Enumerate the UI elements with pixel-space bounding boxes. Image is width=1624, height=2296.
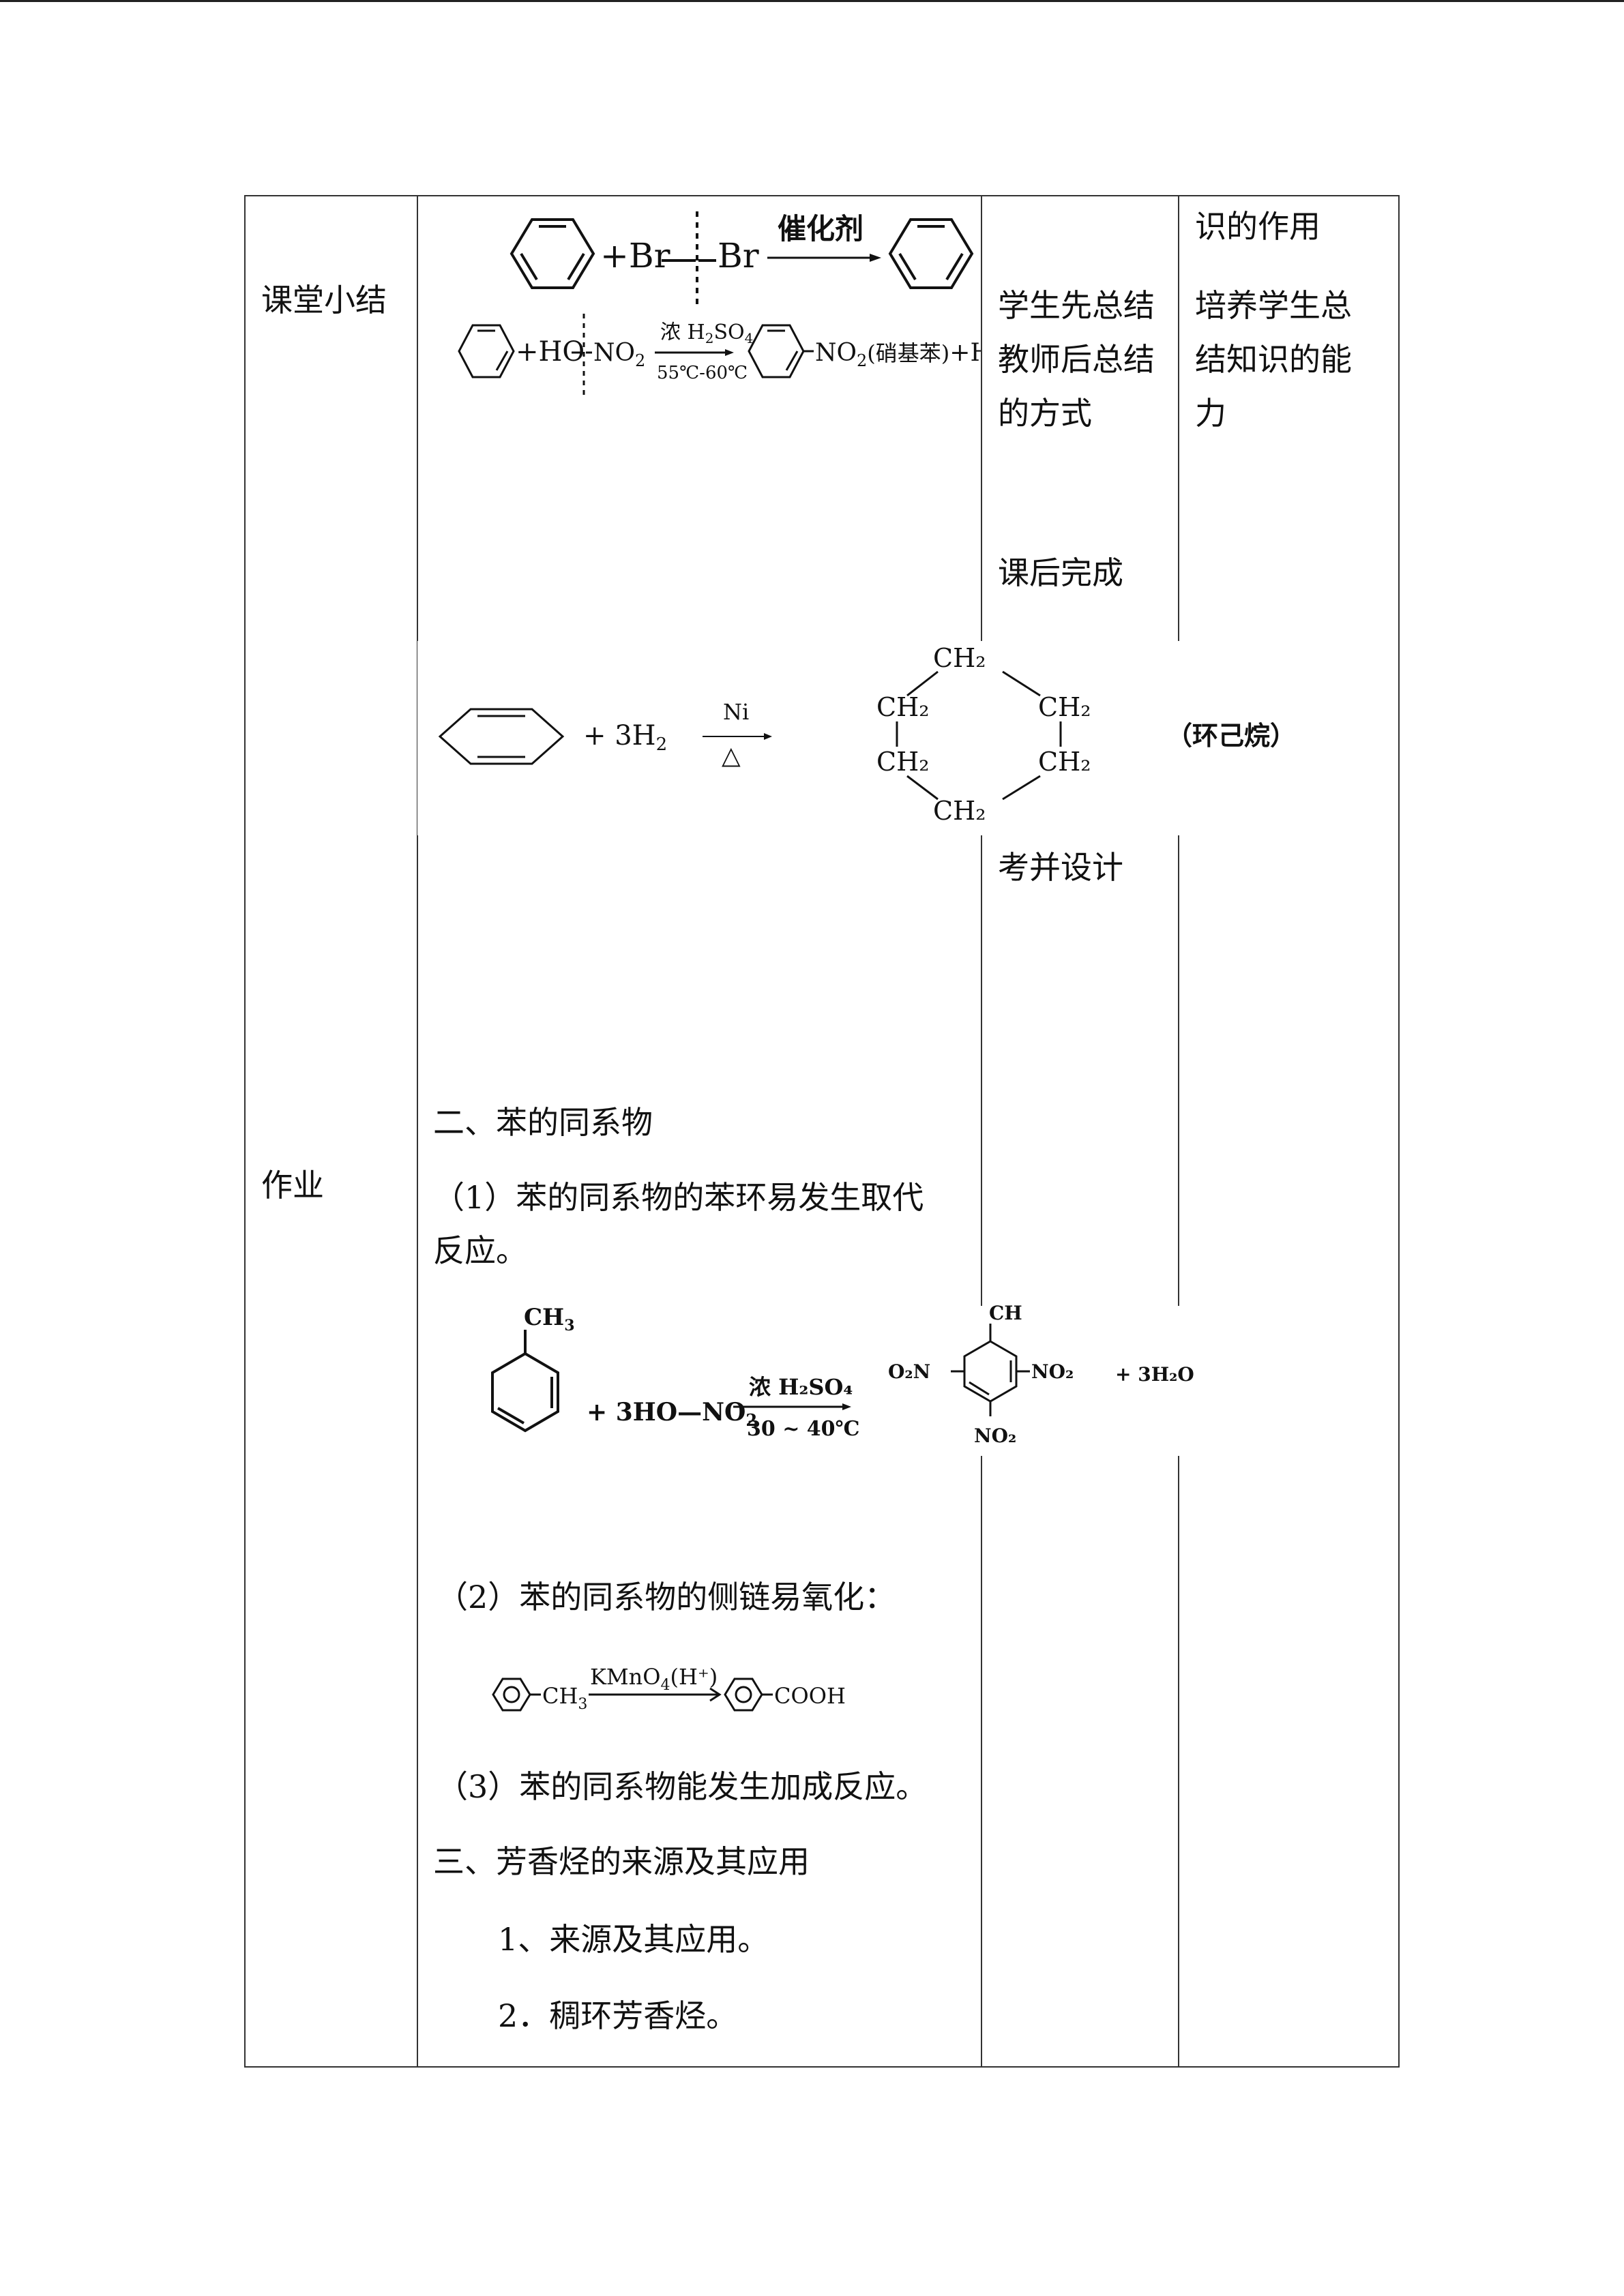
- hydrogenation-image-background: [417, 641, 1345, 835]
- nitrobenzene-label: NO2(硝基苯)+H2O: [815, 339, 981, 370]
- ch2-top: CH₂: [933, 643, 986, 673]
- nitric-acid-label: + 3HO—NO2: [587, 1398, 757, 1430]
- row-label-summary: 课堂小结: [261, 282, 387, 318]
- benzene-ring-reactant: [458, 324, 515, 378]
- purpose-line-1: 培养学生总: [1195, 287, 1352, 324]
- benzoic-acid-ring: [724, 1678, 763, 1712]
- item-1-line-2: 反应。: [433, 1232, 527, 1269]
- side-chain-oxidation-reaction: CH3 KMnO4(H⁺) COOH: [488, 1650, 849, 1725]
- column-divider-1: [417, 195, 418, 2068]
- nitration-reaction: +HO NO2 浓 H2SO4 55℃-60℃ NO2(硝基苯)+H2O: [456, 310, 981, 399]
- item-2-text: （2）苯的同系物的侧链易氧化：: [437, 1579, 896, 1615]
- methyl-label: CH3: [542, 1683, 587, 1713]
- page-top-border: [0, 0, 1624, 2]
- purpose-line-0: 识的作用: [1195, 208, 1320, 245]
- purpose-line-2: 结知识的能: [1195, 341, 1352, 378]
- toluene-ring: [491, 1330, 559, 1433]
- ch2-lower-left: CH₂: [876, 747, 929, 777]
- benzene-ring-reactant: [438, 708, 565, 765]
- oxidant-label: KMnO4(H⁺): [590, 1664, 718, 1694]
- nickel-catalyst-label: Ni: [723, 699, 749, 725]
- section-3-title: 三、芳香烃的来源及其应用: [433, 1843, 810, 1880]
- section-2-title: 二、苯的同系物: [433, 1104, 653, 1141]
- bromine-label-2: Br: [718, 236, 759, 275]
- catalyst-label: 催化剂: [778, 212, 863, 245]
- trinitration-condition-top: 浓 H₂SO₄: [749, 1374, 853, 1400]
- nitro-group-label: NO2: [593, 339, 645, 370]
- benzene-ring-reactant: [510, 218, 595, 289]
- cyclohexane-name: （环己烷）: [1166, 720, 1296, 751]
- method-line-1: 学生先总结: [998, 287, 1155, 324]
- hydrogenation-reaction: + 3H2 Ni △ CH₂ CH₂ CH₂ CH₂ CH₂ CH₂ （环己烷）: [430, 641, 1344, 835]
- item-1-line-1: （1）苯的同系物的苯环易发生取代: [433, 1179, 924, 1216]
- column-divider-3: [1178, 195, 1179, 2068]
- ch2-bottom: CH₂: [933, 796, 986, 826]
- think-design-text: 考并设计: [998, 849, 1123, 886]
- bromine-label-1: +Br: [600, 236, 670, 275]
- section-3-item-1: 1、来源及其应用。: [498, 1921, 769, 1958]
- tnt-water-label: + 3H₂O: [1115, 1363, 1194, 1386]
- cyclohexane-structure: CH₂ CH₂ CH₂ CH₂ CH₂ CH₂: [876, 643, 1091, 826]
- tnt-no2-right-label: NO₂: [1031, 1360, 1074, 1383]
- carboxyl-label: COOH: [774, 1683, 846, 1709]
- purpose-line-3: 力: [1195, 395, 1226, 432]
- after-class-text: 课后完成: [998, 554, 1123, 591]
- ch2-upper-left: CH₂: [876, 692, 929, 722]
- hydrogen-label: + 3H2: [583, 720, 667, 755]
- toluene-trinitration-reaction: CH3 + 3HO—NO2 浓 H₂SO₄ 30 ~ 40℃ CH O₂N NO: [471, 1299, 1221, 1463]
- row-label-homework: 作业: [261, 1167, 324, 1204]
- benzene-ring-product: [748, 324, 805, 378]
- methyl-label: CH3: [524, 1304, 575, 1335]
- bromination-reaction: +Br Br 催化剂: [498, 205, 989, 314]
- heat-symbol: △: [722, 742, 741, 770]
- benzene-ring-product: [888, 218, 974, 289]
- section-3-item-2: 2．稠环芳香烃。: [498, 1997, 738, 2034]
- item-3-text: （3）苯的同系物能发生加成反应。: [437, 1768, 928, 1805]
- tnt-o2n-label: O₂N: [888, 1360, 930, 1383]
- column-divider-2: [981, 195, 982, 2068]
- trinitration-image-background: [887, 1306, 1180, 1456]
- nitration-condition-top: 浓 H2SO4: [660, 320, 753, 346]
- toluene-ring: [492, 1678, 531, 1712]
- ch2-upper-right: CH₂: [1038, 692, 1091, 722]
- tnt-no2-bottom-label: NO₂: [974, 1425, 1016, 1447]
- tnt-structure: CH O₂N NO₂ NO₂ + 3H₂O: [888, 1302, 1194, 1447]
- trinitration-condition-bottom: 30 ~ 40℃: [747, 1417, 859, 1441]
- method-line-3: 的方式: [998, 395, 1092, 432]
- nitration-condition-bottom: 55℃-60℃: [657, 363, 748, 383]
- tnt-methyl-label: CH: [989, 1302, 1022, 1324]
- ch2-lower-right: CH₂: [1038, 747, 1091, 777]
- lesson-plan-table: [244, 195, 1400, 2068]
- method-line-2: 教师后总结: [998, 341, 1155, 378]
